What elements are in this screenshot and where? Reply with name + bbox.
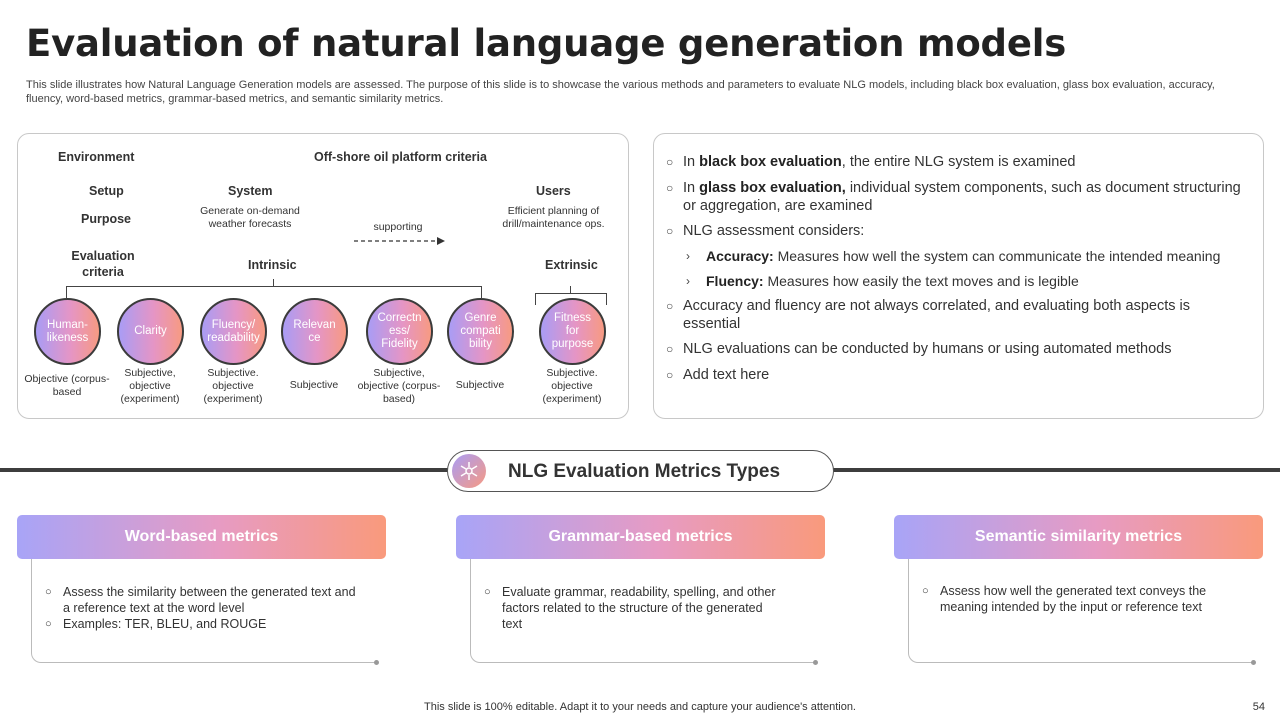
- evaluation-criteria-label: Evaluation criteria: [71, 249, 135, 279]
- card-bullet-text: Evaluate grammar, readability, spelling,…: [502, 585, 776, 631]
- bullet-text: individual system components, such as do…: [683, 180, 1241, 214]
- bullet-text[interactable]: Add text here: [683, 367, 770, 383]
- extrinsic-bracket-tip: [570, 286, 572, 294]
- card-bullet: ○ Examples: TER, BLEU, and ROUGE: [45, 616, 365, 632]
- evaluation-notes-panel: ○ In black box evaluation, the entire NL…: [653, 133, 1264, 419]
- intrinsic-bracket-tip: [273, 279, 275, 287]
- slide-footer: This slide is 100% editable. Adapt it to…: [424, 701, 856, 713]
- criterion-relevance: Relevan ce: [281, 298, 348, 365]
- criterion-genre-compatibility: Genre compati bility: [447, 298, 514, 365]
- bullet-bold-text: black box evaluation: [699, 154, 842, 170]
- bullet-bold-text: glass box evaluation,: [699, 180, 846, 196]
- bullet-circle-icon: ○: [45, 586, 52, 598]
- environment-value: Off-shore oil platform criteria: [314, 150, 487, 164]
- bullet-glass-box: ○ In glass box evaluation, individual sy…: [666, 180, 1251, 215]
- bullet-text: NLG evaluations can be conducted by huma…: [683, 341, 1172, 357]
- bullet-circle-icon: ○: [666, 342, 674, 356]
- section-header-pill: NLG Evaluation Metrics Types: [447, 450, 834, 492]
- bullet-circle-icon: ○: [666, 155, 674, 169]
- bullet-black-box: ○ In black box evaluation, the entire NL…: [666, 154, 1251, 172]
- bullet-text: In: [683, 154, 700, 170]
- card-bullet: ○ Assess how well the generated text conv…: [922, 583, 1242, 615]
- dashed-arrow-icon: [354, 237, 445, 245]
- criterion-fluency: Fluency/ readability: [200, 298, 267, 365]
- criterion-type: Subjective, objective (corpus- based): [357, 367, 441, 405]
- bullet-circle-icon: ○: [666, 224, 674, 238]
- purpose-label: Purpose: [81, 212, 132, 226]
- section-title: NLG Evaluation Metrics Types: [508, 461, 781, 482]
- chevron-right-icon: ›: [686, 274, 690, 288]
- card-bullet-text: Assess how well the generated text conve…: [940, 584, 1207, 614]
- bullet-circle-icon: ○: [666, 181, 674, 195]
- sub-bullet-accuracy: › Accuracy: Measures how well the system…: [686, 248, 1251, 266]
- evaluation-diagram-panel: Environment Off-shore oil platform crite…: [17, 133, 629, 419]
- chevron-right-icon: ›: [686, 249, 690, 263]
- criterion-type: Subjective: [455, 379, 505, 391]
- bullet-circle-icon: ○: [484, 586, 491, 598]
- criterion-human-likeness: Human-likeness: [34, 298, 101, 365]
- page-number: 54: [1252, 701, 1265, 713]
- bullet-circle-icon: ○: [45, 618, 52, 630]
- bullet-bold-text: Accuracy:: [706, 248, 774, 264]
- card-word-based-body: ○ Assess the similarity between the gener…: [31, 559, 379, 665]
- card-corner-dot: [1251, 660, 1256, 665]
- bullet-text: Measures how easily the text moves and i…: [763, 273, 1079, 289]
- criterion-correctness: Correctn ess/ Fidelity: [366, 298, 433, 365]
- card-corner-dot: [374, 660, 379, 665]
- bullet-text: In: [683, 180, 700, 196]
- card-bullet-text: Examples: TER, BLEU, and ROUGE: [63, 617, 267, 631]
- criterion-type: Objective (corpus-based: [24, 373, 110, 398]
- bullet-humans-automated: ○ NLG evaluations can be conducted by hu…: [666, 341, 1251, 359]
- criterion-type: Subjective. objective (experiment): [542, 367, 602, 405]
- bullet-add-text[interactable]: ○ Add text here: [666, 367, 1251, 385]
- users-purpose: Efficient planning of drill/maintenance …: [502, 205, 605, 230]
- card-semantic-body: ○ Assess how well the generated text conv…: [908, 559, 1256, 665]
- card-semantic-header: Semantic similarity metrics: [894, 515, 1263, 559]
- card-grammar-based-header: Grammar-based metrics: [456, 515, 825, 559]
- bullet-assessment: ○ NLG assessment considers:: [666, 223, 1251, 241]
- card-bullet-text: Assess the similarity between the genera…: [63, 585, 356, 615]
- card-word-based-header: Word-based metrics: [17, 515, 386, 559]
- criterion-fitness-for-purpose: Fitness for purpose: [539, 298, 606, 365]
- bullet-circle-icon: ○: [922, 585, 929, 597]
- bullet-bold-text: Fluency:: [706, 273, 764, 289]
- system-label: System: [228, 184, 273, 198]
- slide-title: Evaluation of natural language generatio…: [26, 22, 1067, 65]
- supporting-label: supporting: [373, 221, 423, 233]
- network-icon: [452, 454, 486, 488]
- bullet-circle-icon: ○: [666, 368, 674, 382]
- bullet-text: Accuracy and fluency are not always corr…: [683, 298, 1190, 332]
- intrinsic-label: Intrinsic: [248, 258, 297, 272]
- bullet-text: Measures how well the system can communi…: [773, 248, 1221, 264]
- bullet-circle-icon: ○: [666, 299, 674, 313]
- criterion-type: Subjective, objective (experiment): [120, 367, 180, 405]
- bullet-text: , the entire NLG system is examined: [841, 154, 1076, 170]
- card-corner-dot: [813, 660, 818, 665]
- users-label: Users: [536, 184, 571, 198]
- sub-bullet-fluency: › Fluency: Measures how easily the text …: [686, 273, 1251, 291]
- system-purpose: Generate on-demand weather forecasts: [200, 205, 300, 230]
- criterion-type: Subjective: [289, 379, 339, 391]
- network-glyph: [460, 462, 478, 480]
- criterion-type: Subjective. objective (experiment): [203, 367, 263, 405]
- card-grammar-based-body: ○ Evaluate grammar, readability, spelling…: [470, 559, 818, 665]
- intrinsic-bracket: [66, 286, 482, 298]
- environment-label: Environment: [58, 150, 135, 164]
- extrinsic-label: Extrinsic: [545, 258, 598, 272]
- bullet-text: NLG assessment considers:: [683, 223, 865, 239]
- criterion-clarity: Clarity: [117, 298, 184, 365]
- bullet-correlation: ○ Accuracy and fluency are not always co…: [666, 298, 1251, 333]
- slide-subtitle: This slide illustrates how Natural Langu…: [26, 79, 1215, 105]
- card-bullet: ○ Assess the similarity between the gener…: [45, 584, 365, 616]
- card-bullet: ○ Evaluate grammar, readability, spelling…: [484, 584, 784, 632]
- setup-label: Setup: [89, 184, 124, 198]
